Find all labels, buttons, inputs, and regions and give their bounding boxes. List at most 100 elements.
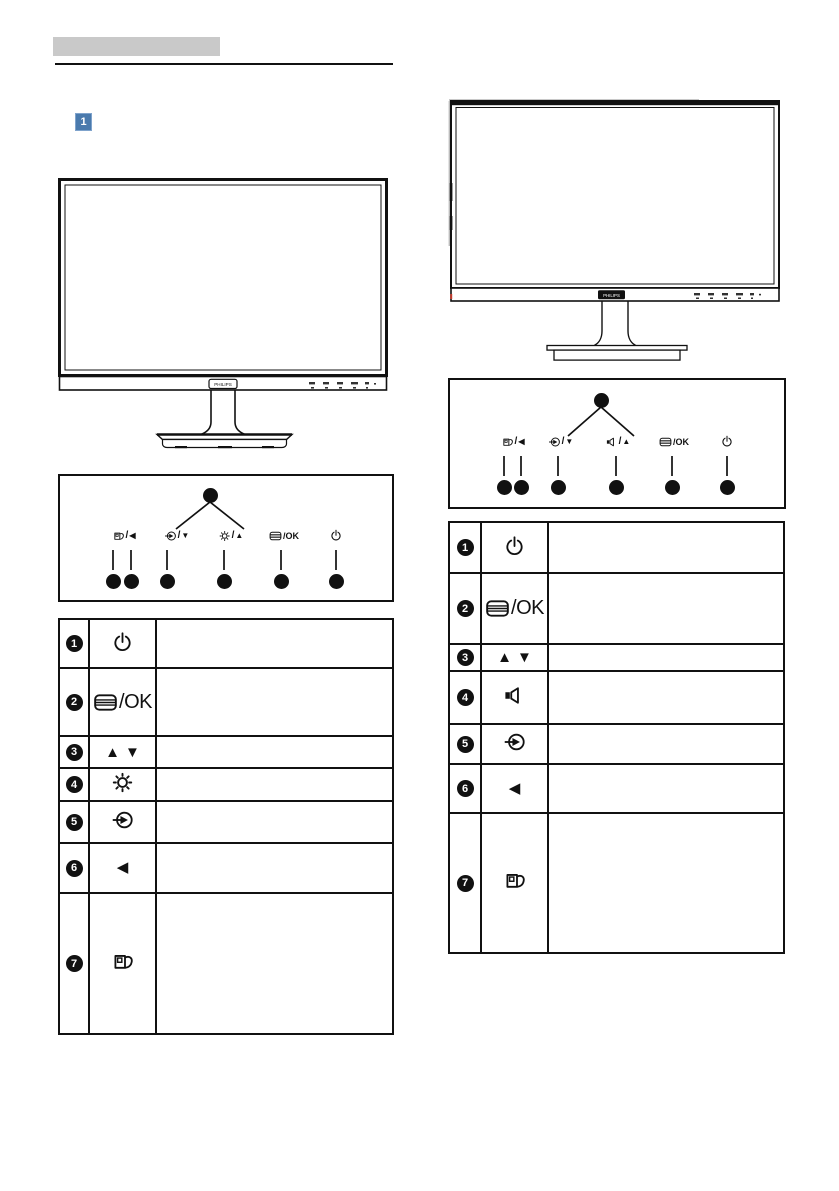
- callout-number-cell: 5: [448, 723, 482, 765]
- row-number-badge: 7: [456, 874, 474, 892]
- icon-cell: [88, 767, 157, 802]
- description-cell: [155, 800, 394, 844]
- power-icon: [504, 535, 525, 556]
- callout-number-cell: 4: [448, 670, 482, 725]
- callout-number-cell: 2: [448, 572, 482, 645]
- callout-number-cell: 6: [58, 842, 90, 894]
- callout-dot: [550, 479, 566, 495]
- description-cell: [155, 735, 394, 769]
- smartimage-back-button: /◀: [113, 529, 135, 542]
- icon-cell: [88, 618, 157, 669]
- icon-cell: /OK: [88, 667, 157, 737]
- table-row: 4: [448, 670, 785, 725]
- input-source-icon: [504, 731, 526, 753]
- callout-dot: [105, 573, 121, 589]
- table-row: 5: [448, 723, 785, 765]
- callout-dot: [593, 392, 609, 408]
- menu-ok-icon: [485, 597, 510, 620]
- power-icon: [721, 435, 733, 447]
- section-title-bar: [53, 37, 220, 56]
- power-button: [721, 434, 733, 447]
- power-icon: [330, 529, 342, 541]
- smartimage-back-button: /◀: [502, 435, 524, 448]
- control-panel-diagram-right: /◀ /▼ /▲ /OK: [448, 378, 786, 509]
- callout-dot: [664, 479, 680, 495]
- smartimage-icon: [113, 530, 125, 542]
- description-cell: [547, 763, 785, 814]
- callout-number-cell: 1: [58, 618, 90, 669]
- power-icon: [112, 631, 133, 652]
- input-source-icon: [112, 809, 134, 831]
- back-icon: ◀: [508, 779, 521, 797]
- icon-cell: [88, 892, 157, 1035]
- input-down-button: /▼: [165, 529, 190, 542]
- power-button: [330, 528, 342, 541]
- description-cell: [155, 618, 394, 669]
- down-arrow-icon: ▼: [181, 530, 190, 540]
- monitor-front-illustration-left: PHILIPS: [58, 178, 388, 449]
- row-number-badge: 3: [456, 649, 474, 666]
- description-cell: [155, 842, 394, 894]
- menu-ok-icon: [659, 436, 672, 448]
- row-number-badge: 7: [65, 955, 83, 972]
- brightness-icon: [219, 530, 231, 542]
- table-row: 6 ◀: [58, 842, 394, 894]
- controls-table-left: 1 2 /OK 3 ▲▼ 4 5 6 ◀ 7: [58, 618, 394, 1035]
- monitor-stand: [155, 390, 294, 449]
- up-arrow-icon: ▲: [622, 436, 631, 446]
- description-cell: [547, 670, 785, 725]
- callout-number-cell: 6: [448, 763, 482, 814]
- callout-dot: [202, 487, 218, 503]
- up-arrow-icon: ▲: [497, 649, 512, 666]
- icon-cell: [480, 670, 549, 725]
- up-arrow-icon: ▲: [105, 743, 120, 761]
- callout-lines: [112, 501, 337, 570]
- table-row: 7: [448, 812, 785, 954]
- table-row: 2 /OK: [58, 667, 394, 737]
- icon-cell: [480, 812, 549, 954]
- table-row: 4: [58, 767, 394, 802]
- volume-icon: [503, 684, 526, 707]
- controls-table-right: 1 2 /OK 3 ▲▼ 4 5 6 ◀ 7: [448, 521, 785, 954]
- header-rule: [55, 63, 393, 65]
- callout-dot: [159, 573, 175, 589]
- row-number-badge: 5: [456, 735, 474, 753]
- section-number-badge: 1: [75, 113, 92, 131]
- input-down-button: /▼: [549, 435, 574, 448]
- callout-number-cell: 7: [58, 892, 90, 1035]
- callout-number-cell: 4: [58, 767, 90, 802]
- table-row: 3 ▲▼: [58, 735, 394, 769]
- icon-cell: [480, 723, 549, 765]
- monitor-stand: [546, 301, 688, 361]
- brightness-icon: [111, 771, 134, 794]
- row-number-badge: 4: [65, 776, 83, 793]
- description-cell: [155, 767, 394, 802]
- menu-ok-icon: [269, 530, 282, 542]
- menu-ok-icon: [93, 691, 118, 714]
- bezel-control-buttons: [309, 382, 376, 389]
- row-number-badge: 6: [456, 780, 474, 797]
- icon-cell: ▲▼: [480, 643, 549, 672]
- callout-number-cell: 3: [448, 643, 482, 672]
- callout-dot: [328, 573, 344, 589]
- icon-cell: [88, 800, 157, 844]
- callout-dot: [216, 573, 232, 589]
- description-cell: [547, 643, 785, 672]
- philips-logo: PHILIPS: [208, 378, 238, 390]
- row-number-badge: 1: [65, 635, 83, 652]
- description-cell: [155, 892, 394, 1035]
- monitor-front-illustration-right: PHILIPS: [448, 99, 780, 361]
- input-source-icon: [165, 530, 177, 542]
- callout-lines: [503, 406, 728, 476]
- callout-number-cell: 1: [448, 521, 482, 574]
- row-number-badge: 3: [65, 743, 83, 761]
- smartimage-icon: [502, 436, 514, 448]
- table-row: 6 ◀: [448, 763, 785, 814]
- row-number-badge: 1: [456, 539, 474, 556]
- row-number-badge: 4: [456, 689, 474, 706]
- description-cell: [155, 667, 394, 737]
- down-arrow-icon: ▼: [517, 649, 532, 666]
- description-cell: [547, 521, 785, 574]
- callout-dot: [513, 479, 529, 495]
- down-arrow-icon: ▼: [565, 436, 574, 446]
